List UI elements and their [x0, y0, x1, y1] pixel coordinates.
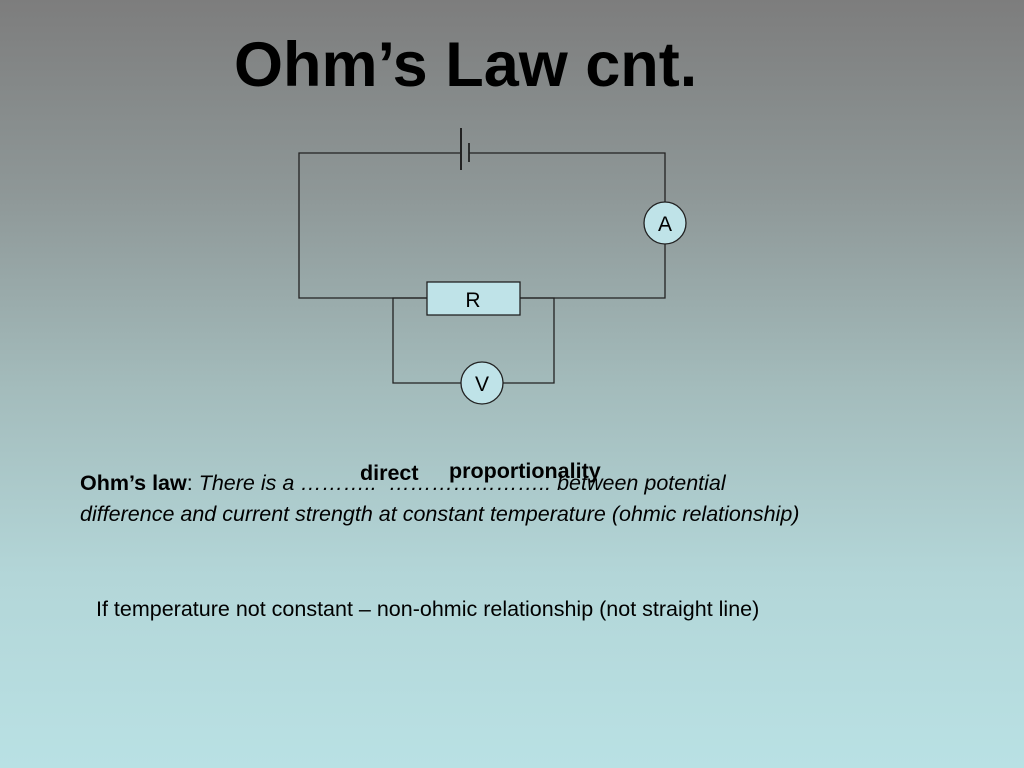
ohms-law-line-1: Ohm’s law: There is a ……….. ………………….. be…: [80, 468, 799, 499]
ohms-law-label: Ohm’s law: [80, 471, 187, 495]
answer-proportionality: proportionality: [449, 459, 601, 483]
ammeter-label: A: [658, 213, 672, 236]
wire-voltmeter-left: [392, 297, 461, 384]
blank-1: ………..: [300, 471, 377, 495]
slide-title: Ohm’s Law cnt.: [234, 30, 698, 100]
wire-right-lower: [520, 243, 666, 299]
resistor-label: R: [465, 289, 480, 312]
ohms-law-line-2: difference and current strength at const…: [80, 502, 800, 526]
voltmeter: V: [460, 361, 504, 405]
ohms-law-separator: :: [186, 471, 199, 495]
wire-top-left: [298, 152, 461, 299]
ohms-law-statement: Ohm’s law: There is a ……….. ………………….. be…: [80, 468, 799, 530]
ohms-law-text-end: between potential: [551, 471, 726, 495]
non-ohmic-note: If temperature not constant – non-ohmic …: [96, 597, 760, 621]
resistor: R: [426, 281, 521, 316]
ammeter: A: [643, 201, 687, 245]
wire-top-right: [469, 152, 666, 203]
ohms-law-text-start: There is a: [198, 471, 301, 495]
battery-icon: [460, 128, 470, 170]
voltmeter-label: V: [475, 373, 489, 396]
blank-2: …………………..: [388, 471, 552, 495]
answer-direct: direct: [360, 461, 419, 485]
wire-voltmeter-right: [503, 297, 555, 384]
